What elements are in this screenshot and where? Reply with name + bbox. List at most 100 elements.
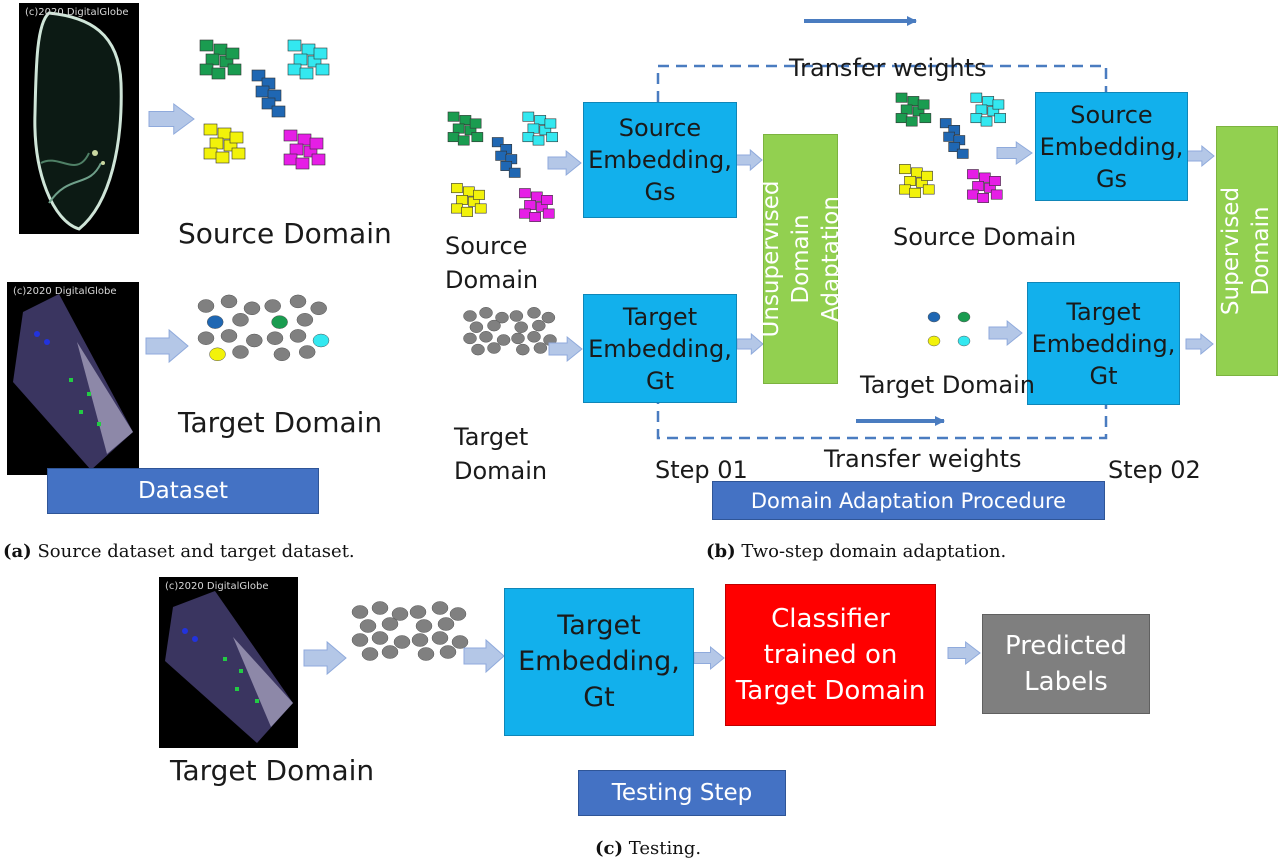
cluster-dot bbox=[391, 607, 409, 621]
cluster-dot bbox=[381, 645, 399, 659]
cluster-square-yellow bbox=[231, 147, 246, 160]
caption-b: (b) Two-step domain adaptation. bbox=[706, 541, 1006, 562]
cluster-dot bbox=[220, 329, 238, 343]
cluster-square-magenta bbox=[529, 212, 541, 222]
cluster-square-magenta bbox=[519, 188, 531, 199]
cluster-square-cyan bbox=[287, 39, 302, 52]
cluster-square-green bbox=[459, 115, 472, 126]
step-02-label: Step 02 bbox=[1108, 456, 1201, 484]
cluster-dot bbox=[463, 310, 477, 322]
cluster-dot bbox=[232, 313, 249, 327]
domain-adaptation-banner: Domain Adaptation Procedure bbox=[712, 481, 1105, 520]
cluster-dot bbox=[209, 347, 226, 362]
cluster-square-magenta bbox=[989, 176, 1001, 186]
cluster-square-blue bbox=[271, 105, 286, 118]
satellite-image-source: (c)2020 DigitalGlobe bbox=[19, 3, 139, 234]
cluster-square-magenta bbox=[990, 189, 1003, 200]
cluster-square-magenta bbox=[283, 129, 298, 142]
cluster-square-yellow bbox=[451, 183, 463, 194]
cluster-square-magenta bbox=[311, 153, 326, 166]
arrow-icon bbox=[988, 319, 1023, 347]
arrow-icon bbox=[548, 335, 583, 363]
cluster-square-cyan bbox=[527, 123, 540, 134]
cluster-square-yellow bbox=[473, 189, 485, 200]
source-embedding-step1: Source Embedding, Gs bbox=[583, 102, 737, 218]
supervised-label: Supervised Domain Adaptation bbox=[1218, 186, 1274, 316]
cluster-square-green bbox=[917, 99, 930, 110]
arrow-icon bbox=[303, 640, 347, 676]
cluster-square-cyan bbox=[992, 99, 1005, 110]
arrow-icon bbox=[547, 149, 582, 177]
cluster-square-yellow bbox=[474, 203, 487, 214]
cluster-square-yellow bbox=[904, 176, 916, 186]
arrow-icon bbox=[735, 148, 763, 172]
cluster-square-blue bbox=[948, 142, 961, 152]
cluster-square-cyan bbox=[546, 132, 558, 143]
cluster-square-green bbox=[905, 116, 918, 127]
cluster-dot bbox=[431, 601, 449, 615]
cluster-dot bbox=[289, 294, 307, 309]
cluster-square-blue bbox=[491, 137, 504, 148]
cluster-square-yellow bbox=[909, 187, 921, 198]
classifier-box: Classifier trained on Target Domain bbox=[725, 584, 936, 726]
cluster-dot bbox=[296, 313, 314, 327]
cluster-square-yellow bbox=[203, 147, 218, 160]
cluster-square-magenta bbox=[524, 200, 536, 211]
step-01-label: Step 01 bbox=[655, 456, 748, 484]
target-domain-label-b2: Target Domain bbox=[860, 371, 1036, 399]
transfer-path-top bbox=[656, 64, 1108, 102]
cluster-square-magenta bbox=[295, 157, 310, 170]
cluster-square-green bbox=[211, 67, 226, 80]
labeled-target-dot bbox=[957, 311, 971, 323]
cluster-dot bbox=[197, 299, 215, 313]
cluster-dot bbox=[532, 319, 546, 332]
arrow-icon bbox=[947, 640, 981, 666]
caption-c-letter: (c) bbox=[595, 838, 623, 859]
target-embedding-test: Target Embedding, Gt bbox=[504, 588, 694, 736]
cluster-dot bbox=[479, 307, 493, 319]
labeled-target-dot bbox=[957, 335, 971, 347]
cluster-square-green bbox=[225, 47, 240, 60]
target-domain-label-b: Target Domain bbox=[454, 423, 548, 485]
cluster-square-yellow bbox=[209, 137, 224, 150]
cluster-square-magenta bbox=[283, 153, 298, 166]
cluster-square-yellow bbox=[899, 184, 911, 195]
cluster-dot bbox=[533, 342, 548, 354]
cluster-square-yellow bbox=[462, 186, 475, 197]
cluster-square-yellow bbox=[217, 127, 232, 140]
cluster-square-magenta bbox=[519, 208, 531, 219]
target-domain-label: Target Domain bbox=[178, 406, 383, 439]
cluster-square-yellow bbox=[229, 131, 244, 144]
cluster-dot bbox=[516, 343, 530, 356]
cluster-dot bbox=[298, 345, 316, 359]
cluster-square-yellow bbox=[910, 167, 923, 178]
transfer-weights-bottom: Transfer weights bbox=[824, 445, 1022, 473]
cluster-square-cyan bbox=[975, 104, 988, 115]
source-domain-label: Source Domain bbox=[178, 217, 392, 250]
caption-a: (a) Source dataset and target dataset. bbox=[3, 541, 355, 562]
cluster-square-green bbox=[469, 118, 482, 129]
satellite-image-test: (c)2020 DigitalGlobe bbox=[159, 577, 298, 748]
satellite-image-target: (c)2020 DigitalGlobe bbox=[7, 282, 139, 475]
cluster-dot bbox=[232, 345, 249, 359]
cluster-dot bbox=[266, 331, 284, 345]
cluster-dot bbox=[495, 311, 509, 324]
watermark: (c)2020 DigitalGlobe bbox=[165, 581, 269, 592]
arrow-icon bbox=[1186, 144, 1215, 168]
cluster-square-cyan bbox=[299, 67, 314, 80]
cluster-dot bbox=[417, 647, 435, 661]
cluster-square-green bbox=[471, 132, 484, 143]
arrow-icon bbox=[463, 638, 505, 674]
cluster-square-magenta bbox=[530, 191, 543, 202]
cluster-dot bbox=[487, 319, 501, 332]
cluster-square-magenta bbox=[977, 193, 989, 203]
cluster-dot bbox=[243, 301, 261, 316]
cluster-square-yellow bbox=[203, 123, 218, 136]
cluster-dot bbox=[312, 333, 330, 348]
cluster-square-cyan bbox=[293, 53, 308, 66]
cluster-square-blue bbox=[251, 69, 266, 82]
cluster-dot bbox=[431, 631, 449, 645]
cluster-square-green bbox=[907, 96, 920, 107]
cluster-square-magenta bbox=[542, 208, 555, 219]
